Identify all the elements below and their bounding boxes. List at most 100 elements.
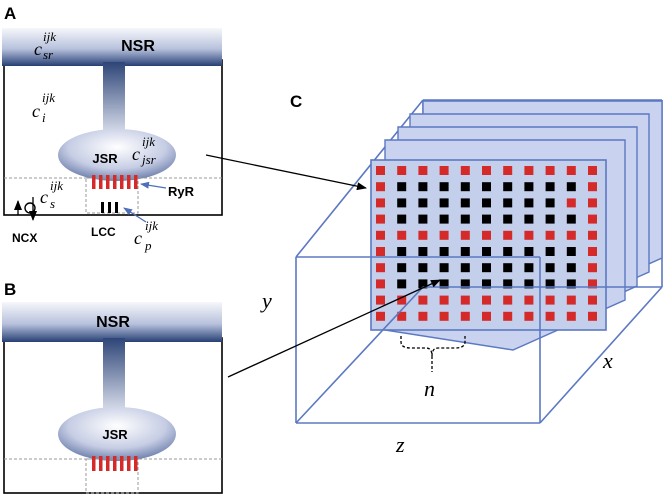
- boundary-release-unit: [397, 311, 407, 321]
- nsr-label-b: NSR: [96, 314, 130, 331]
- ryr-channel: [134, 456, 138, 471]
- lcc-channel: [108, 202, 111, 213]
- jsr-ellipse-b: [58, 407, 176, 461]
- boundary-release-unit: [482, 311, 491, 321]
- boundary-release-unit: [376, 263, 385, 273]
- boundary-release-unit: [524, 230, 534, 240]
- boundary-release-unit: [376, 230, 385, 240]
- ncx-exchanger: [14, 197, 37, 221]
- boundary-release-unit: [376, 214, 385, 224]
- boundary-release-unit: [545, 166, 555, 175]
- svg-text:ijk: ijk: [50, 178, 63, 193]
- boundary-release-unit: [566, 166, 576, 175]
- interior-release-unit: [439, 198, 449, 208]
- boundary-release-unit: [588, 279, 597, 289]
- boundary-release-unit: [588, 198, 597, 208]
- interior-release-unit: [524, 263, 534, 273]
- ryr-channel: [99, 456, 103, 471]
- ryr-cluster-b: [92, 456, 138, 471]
- interior-release-unit: [524, 182, 534, 192]
- boundary-release-unit: [376, 295, 385, 305]
- interior-release-unit: [545, 182, 555, 192]
- ryr-channel: [106, 175, 110, 189]
- lattice-box-front: [295, 256, 662, 424]
- ryr-cluster: [92, 175, 138, 189]
- boundary-release-unit: [460, 295, 470, 305]
- ryr-channel: [134, 175, 138, 189]
- panel-a: A NSR JSR RyR LCC: [2, 4, 223, 253]
- n-label: n: [424, 376, 435, 401]
- boundary-release-unit: [588, 230, 597, 240]
- interior-release-unit: [439, 263, 449, 273]
- ryr-channel: [92, 456, 96, 471]
- interior-release-unit: [566, 214, 576, 224]
- ryr-pointer: [140, 181, 167, 189]
- boundary-release-unit: [397, 295, 407, 305]
- ryr-channel: [113, 175, 117, 189]
- svg-text:i: i: [42, 110, 46, 125]
- interior-release-unit: [545, 279, 555, 289]
- boundary-release-unit: [376, 247, 385, 256]
- panel-c-label: C: [290, 92, 302, 111]
- boundary-release-unit: [482, 230, 491, 240]
- boundary-release-unit: [588, 214, 597, 224]
- interior-release-unit: [566, 263, 576, 273]
- boundary-release-unit: [545, 295, 555, 305]
- boundary-release-unit: [566, 295, 576, 305]
- boundary-release-unit: [503, 230, 513, 240]
- interior-release-unit: [482, 247, 491, 256]
- axis-z-label: z: [395, 432, 405, 457]
- ryr-channel: [92, 175, 96, 189]
- boundary-release-unit: [460, 166, 470, 175]
- dyadic-space-box-b: [85, 458, 139, 494]
- c-p-label: c ijk p: [134, 218, 158, 253]
- boundary-release-unit: [418, 166, 428, 175]
- ryr-channel: [127, 456, 131, 471]
- interior-release-unit: [503, 247, 513, 256]
- panel-b: B NSR JSR: [2, 280, 223, 494]
- boundary-release-unit: [588, 295, 597, 305]
- svg-text:ijk: ijk: [43, 29, 56, 44]
- boundary-release-unit: [460, 311, 470, 321]
- svg-text:c: c: [40, 187, 48, 207]
- ryr-label: RyR: [168, 184, 195, 199]
- interior-release-unit: [545, 263, 555, 273]
- boundary-release-unit: [482, 295, 491, 305]
- jsr-ellipse: [58, 129, 176, 181]
- boundary-release-unit: [545, 311, 555, 321]
- plane-stack: [370, 100, 663, 351]
- svg-text:ijk: ijk: [142, 134, 155, 149]
- boundary-release-unit: [588, 166, 597, 175]
- ryr-channel: [120, 456, 124, 471]
- svg-text:c: c: [34, 39, 42, 59]
- interior-release-unit: [524, 198, 534, 208]
- boundary-release-unit: [524, 311, 534, 321]
- interior-release-unit: [545, 198, 555, 208]
- interior-release-unit: [418, 214, 428, 224]
- cp-pointer: [123, 207, 147, 223]
- panel-b-label: B: [4, 280, 16, 299]
- interior-release-unit: [503, 263, 513, 273]
- boundary-release-unit: [418, 295, 428, 305]
- interior-release-unit: [503, 182, 513, 192]
- axis-x-label: x: [602, 348, 613, 373]
- boundary-release-unit: [524, 166, 534, 175]
- boundary-release-unit: [439, 295, 449, 305]
- panel-a-label: A: [4, 4, 16, 23]
- jsr-label: JSR: [92, 151, 118, 166]
- interior-release-unit: [439, 279, 449, 289]
- boundary-release-unit: [376, 182, 385, 192]
- unit-grid: [376, 166, 597, 321]
- c-sr-label: c ijk sr: [34, 29, 56, 62]
- interior-release-unit: [418, 198, 428, 208]
- boundary-release-unit: [566, 230, 576, 240]
- svg-text:c: c: [134, 228, 142, 248]
- interior-release-unit: [482, 182, 491, 192]
- interior-release-unit: [524, 247, 534, 256]
- interior-release-unit: [418, 279, 428, 289]
- nsr-jsr-connector-b: [103, 338, 125, 418]
- boundary-release-unit: [376, 279, 385, 289]
- boundary-release-unit: [397, 166, 407, 175]
- panel-c: C: [260, 92, 663, 457]
- boundary-release-unit: [524, 295, 534, 305]
